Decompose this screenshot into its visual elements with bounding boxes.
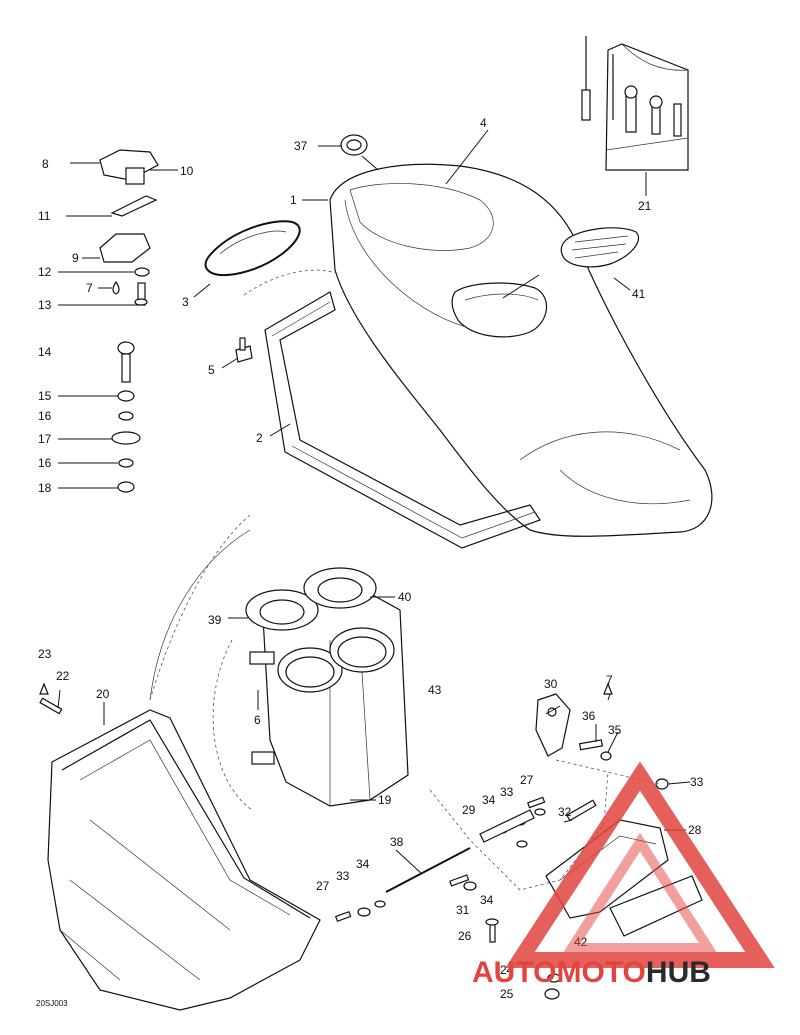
filler-ring xyxy=(340,134,368,156)
screw-22 xyxy=(39,682,63,715)
callout-21: 21 xyxy=(638,199,652,213)
tool-kit xyxy=(581,36,689,171)
callout-14: 14 xyxy=(38,345,52,359)
callout-8: 8 xyxy=(42,157,49,171)
callout-29: 29 xyxy=(462,803,476,817)
rubber-seal xyxy=(204,220,301,277)
callout-40: 40 xyxy=(398,590,412,604)
callout-34-upper: 34 xyxy=(482,793,496,807)
filter-covers xyxy=(245,567,377,631)
hardware-column xyxy=(99,149,253,493)
callout-25: 25 xyxy=(500,987,514,1001)
callout-16-lower: 16 xyxy=(38,456,52,470)
callout-20: 20 xyxy=(96,687,110,701)
mesh-panel xyxy=(560,227,640,268)
callout-13: 13 xyxy=(38,298,52,312)
bottom-pan xyxy=(47,709,321,1011)
fuel-tank xyxy=(329,163,713,537)
callout-3: 3 xyxy=(182,295,189,309)
watermark-text-moto: MOTO xyxy=(556,956,645,989)
callout-27-upper: 27 xyxy=(520,773,534,787)
callout-33-lower: 33 xyxy=(336,869,350,883)
callout-30: 30 xyxy=(544,677,558,691)
callout-18: 18 xyxy=(38,481,52,495)
callout-34-lower: 34 xyxy=(356,857,370,871)
watermark-triangle-inner xyxy=(562,832,718,953)
leader-lines xyxy=(57,129,691,875)
callout-10: 10 xyxy=(180,164,194,178)
callout-22: 22 xyxy=(56,669,70,683)
callout-28: 28 xyxy=(688,823,702,837)
drawing-code: 20SJ003 xyxy=(36,999,68,1008)
watermark-text-auto: AUTO xyxy=(472,956,556,989)
callout-17: 17 xyxy=(38,432,52,446)
callout-36: 36 xyxy=(582,709,596,723)
callout-1: 1 xyxy=(290,193,297,207)
callout-23: 23 xyxy=(38,647,52,661)
mount-bracket xyxy=(535,693,703,937)
callout-34-middle: 34 xyxy=(480,893,494,907)
callout-16-upper: 16 xyxy=(38,409,52,423)
callout-35: 35 xyxy=(608,723,622,737)
small-fasteners xyxy=(334,682,669,1000)
callout-2: 2 xyxy=(256,431,263,445)
watermark-logo xyxy=(505,761,775,968)
callout-4: 4 xyxy=(480,116,487,130)
watermark-text: AUTOMOTOHUB xyxy=(472,956,711,989)
callout-33-upper: 33 xyxy=(500,785,514,799)
callout-labels: 1 2 3 4 5 6 7 7 8 9 10 11 12 13 14 15 16… xyxy=(38,116,704,1001)
callout-31: 31 xyxy=(456,903,470,917)
callout-37: 37 xyxy=(294,139,308,153)
callout-39: 39 xyxy=(208,613,222,627)
callout-33-right: 33 xyxy=(690,775,704,789)
callout-27-lower: 27 xyxy=(316,879,330,893)
watermark-triangle xyxy=(505,761,775,968)
callout-43: 43 xyxy=(428,683,442,697)
callout-19: 19 xyxy=(378,793,392,807)
callout-9: 9 xyxy=(72,251,79,265)
callout-5: 5 xyxy=(208,363,215,377)
air-filter-box xyxy=(249,587,409,807)
callout-12: 12 xyxy=(38,265,52,279)
callout-11: 11 xyxy=(38,209,51,223)
callout-38: 38 xyxy=(390,835,404,849)
tank-gasket xyxy=(264,291,541,549)
callout-41: 41 xyxy=(632,287,646,301)
callout-6: 6 xyxy=(254,713,261,727)
callout-7-right: 7 xyxy=(606,673,613,687)
callout-26: 26 xyxy=(458,929,472,943)
callout-7-left: 7 xyxy=(86,281,93,295)
callout-15: 15 xyxy=(38,389,52,403)
watermark-text-hub: HUB xyxy=(646,956,711,989)
callout-32: 32 xyxy=(558,805,572,819)
